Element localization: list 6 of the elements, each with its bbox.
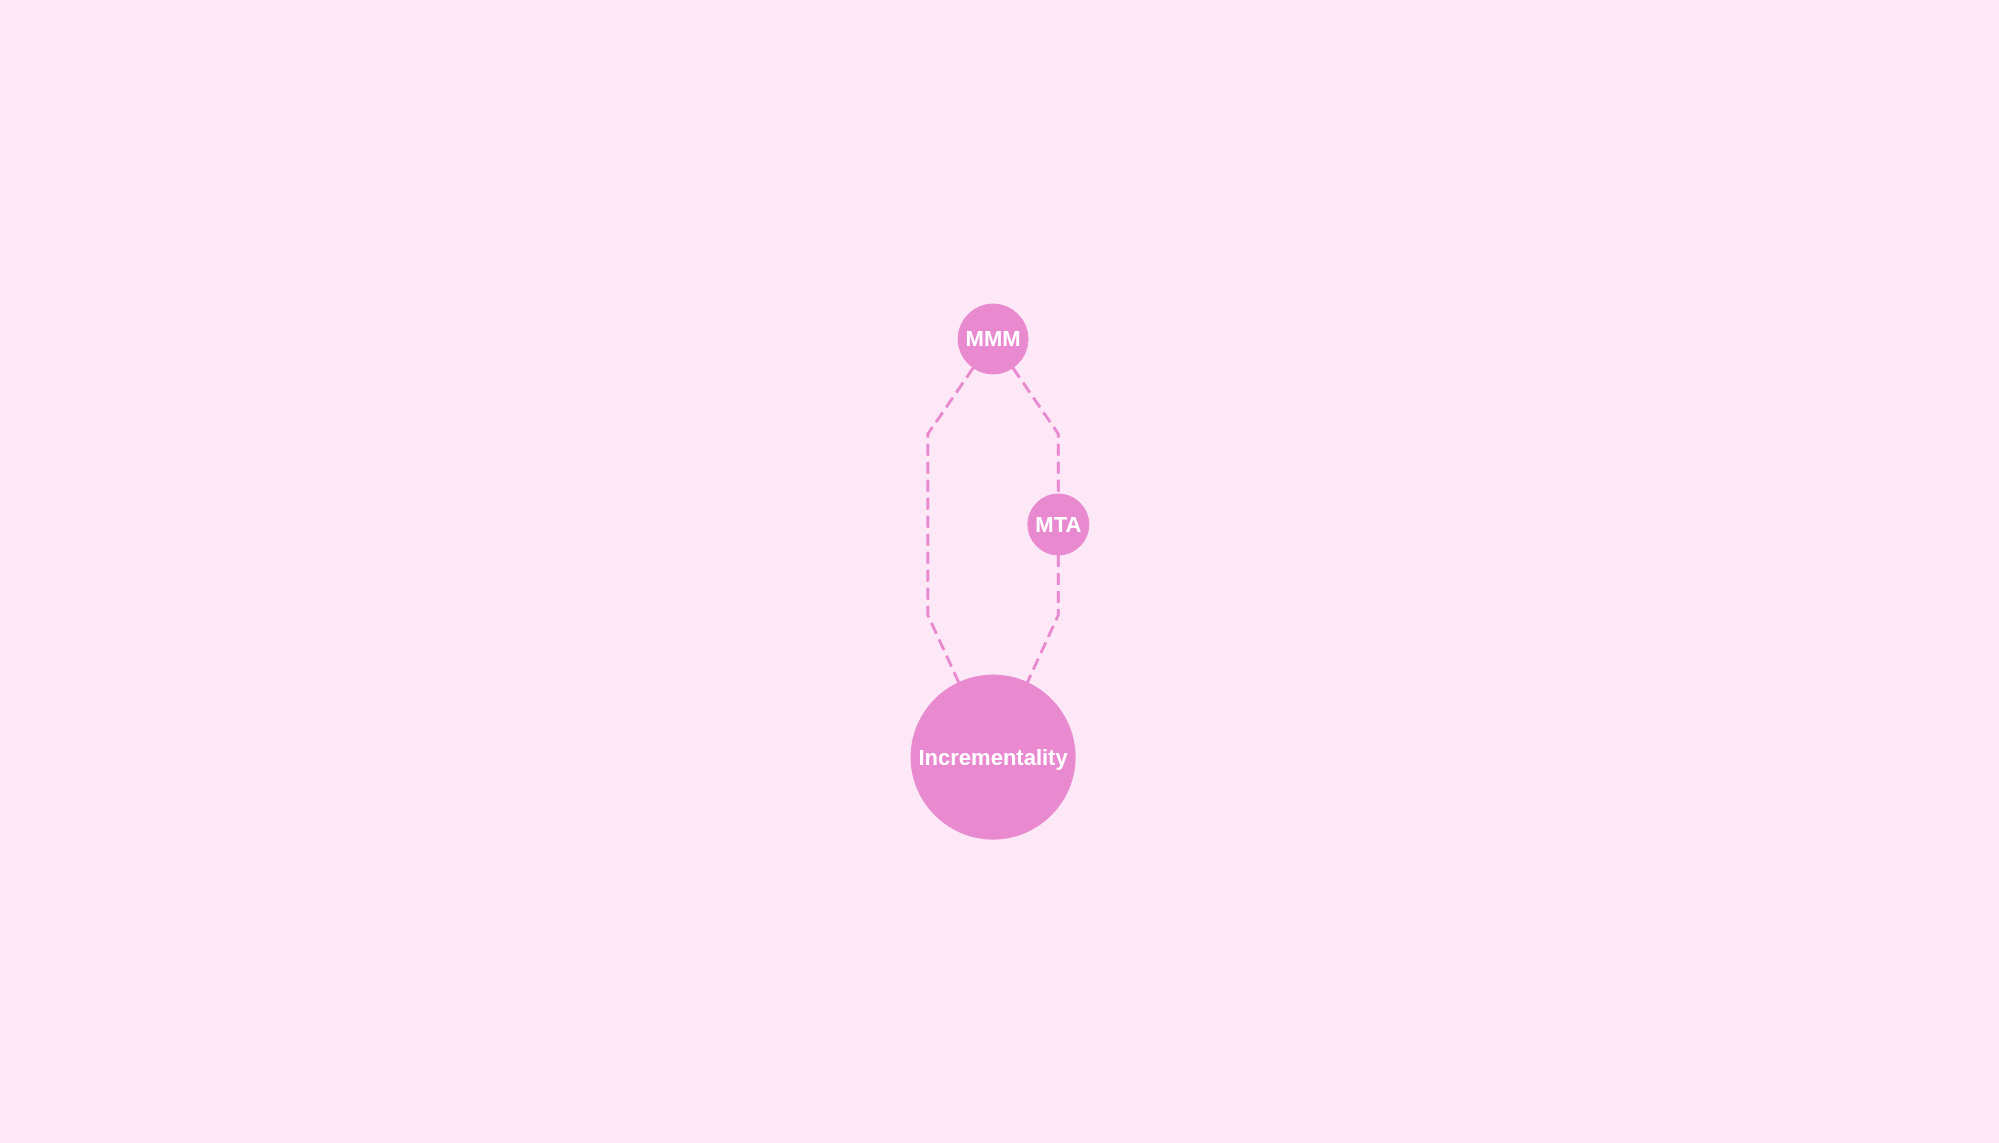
connector [925,366,975,684]
connector [1025,554,1060,684]
node-circle: MMM [957,303,1029,375]
node-circle: MTA [1026,493,1089,556]
connector [1011,366,1060,494]
node-circle: Incrementality [910,674,1076,840]
